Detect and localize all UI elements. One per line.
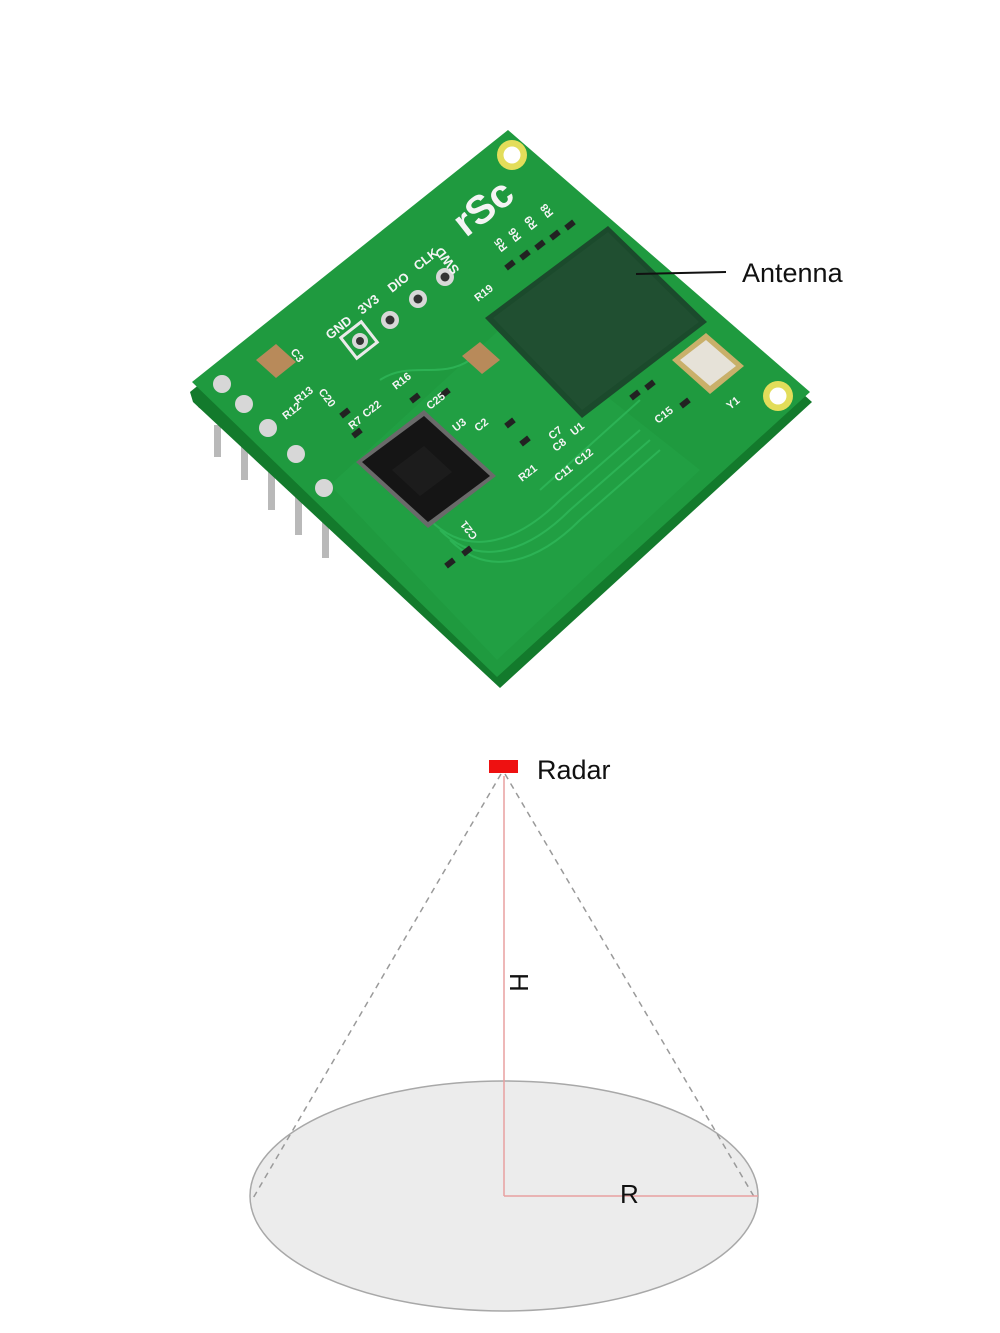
radar-label: Radar (537, 755, 611, 785)
detection-cone-diagram: Radar H R (249, 755, 759, 1312)
mounting-hole-right (763, 381, 793, 411)
radar-marker (489, 760, 518, 773)
antenna-leader-line (635, 271, 727, 275)
crystal-y1 (672, 333, 744, 394)
chip-u3 (356, 410, 496, 528)
cone-edge-left (251, 773, 502, 1201)
radius-label: R (620, 1179, 639, 1209)
smd-components (256, 219, 691, 569)
radar-module-board: rSc GND 3V3 DIO CLK SWD C3 R12 R13 C20 R… (190, 130, 812, 688)
mounting-hole-top (497, 140, 527, 170)
cone-edge-right (504, 773, 757, 1201)
antenna-callout: Antenna (635, 258, 844, 288)
header-pads (338, 268, 454, 361)
height-label: H (504, 973, 534, 992)
antenna-label: Antenna (742, 258, 844, 288)
